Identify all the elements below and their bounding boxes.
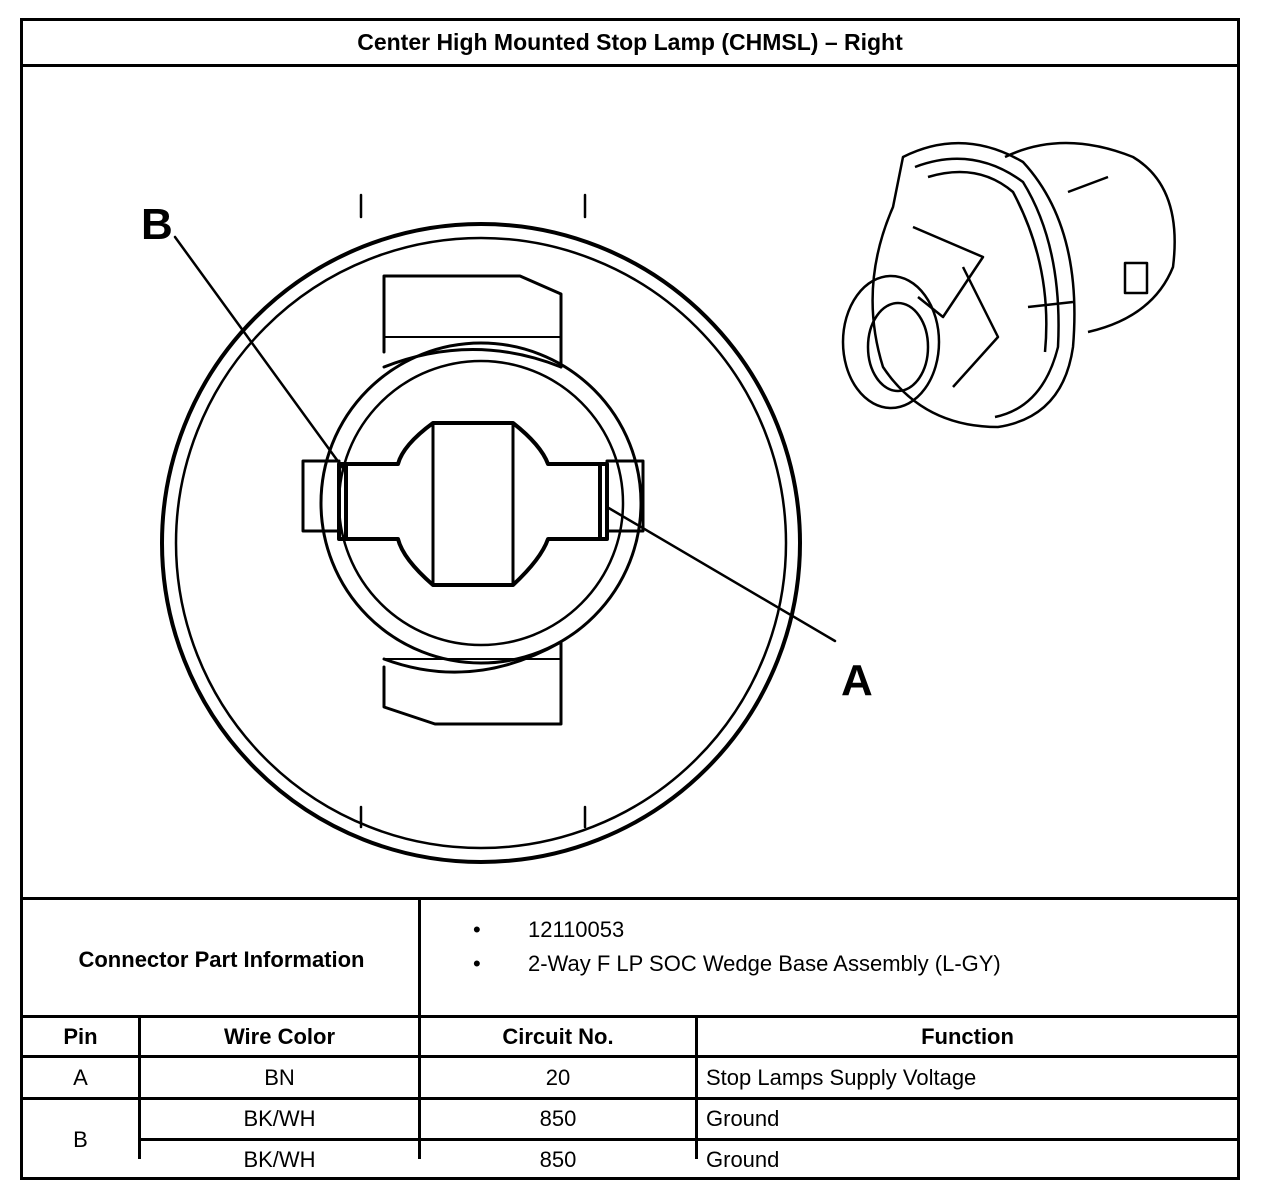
table-row-circuit: 850 [539, 1106, 577, 1131]
header-function: Function [921, 1023, 1014, 1049]
part-number: 12110053 [473, 913, 1001, 947]
table-row-circuit: 850 [539, 1147, 577, 1172]
header-bottom-border [23, 1055, 1237, 1058]
column-divider-3 [695, 1018, 698, 1159]
table-row-wire-color: BK/WH [243, 1147, 316, 1172]
connector-drawing: B A [23, 67, 1237, 901]
header-pin: Pin [63, 1023, 98, 1049]
table-top-border [23, 1015, 1237, 1018]
callout-label-b: B [141, 200, 173, 249]
header-circuit: Circuit No. [502, 1023, 614, 1049]
wedge-base-slot [337, 421, 609, 587]
row-a-bottom-border [23, 1097, 1237, 1100]
row-b-split-border [138, 1138, 1237, 1141]
connector-isometric-sketch [841, 141, 1176, 429]
connector-info-list: 12110053 2-Way F LP SOC Wedge Base Assem… [473, 913, 1001, 981]
header-wire-color: Wire Color [223, 1023, 336, 1049]
section-divider [23, 897, 1237, 900]
callout-label-a: A [841, 656, 873, 705]
connector-face-view: B A [141, 141, 1176, 864]
top-latch-tab [382, 274, 563, 369]
page-title: Center High Mounted Stop Lamp (CHMSL) – … [23, 21, 1237, 67]
leader-line-b [173, 235, 347, 473]
bottom-latch-tab [382, 640, 563, 726]
inner-outer-ring [174, 236, 788, 850]
socket-ring-inner [337, 359, 625, 647]
socket-ring-outer [319, 341, 643, 665]
table-row-function: Stop Lamps Supply Voltage [706, 1064, 977, 1090]
table-row-wire-color: BK/WH [243, 1106, 316, 1131]
connector-info-label: Connector Part Information [78, 947, 365, 972]
column-divider-1 [138, 1018, 141, 1159]
table-row-circuit: 20 [545, 1064, 571, 1090]
table-row-pin: A [73, 1064, 88, 1090]
leader-line-a [605, 505, 837, 643]
table-row-wire-color: BN [264, 1064, 295, 1090]
table-row-pin: B [73, 1127, 88, 1152]
part-description: 2-Way F LP SOC Wedge Base Assembly (L-GY… [473, 947, 1001, 981]
outer-ring [160, 222, 802, 864]
connector-sheet: Center High Mounted Stop Lamp (CHMSL) – … [20, 18, 1240, 1180]
table-row-function: Ground [706, 1147, 780, 1172]
table-row-function: Ground [706, 1106, 780, 1131]
column-divider-main [418, 900, 421, 1159]
